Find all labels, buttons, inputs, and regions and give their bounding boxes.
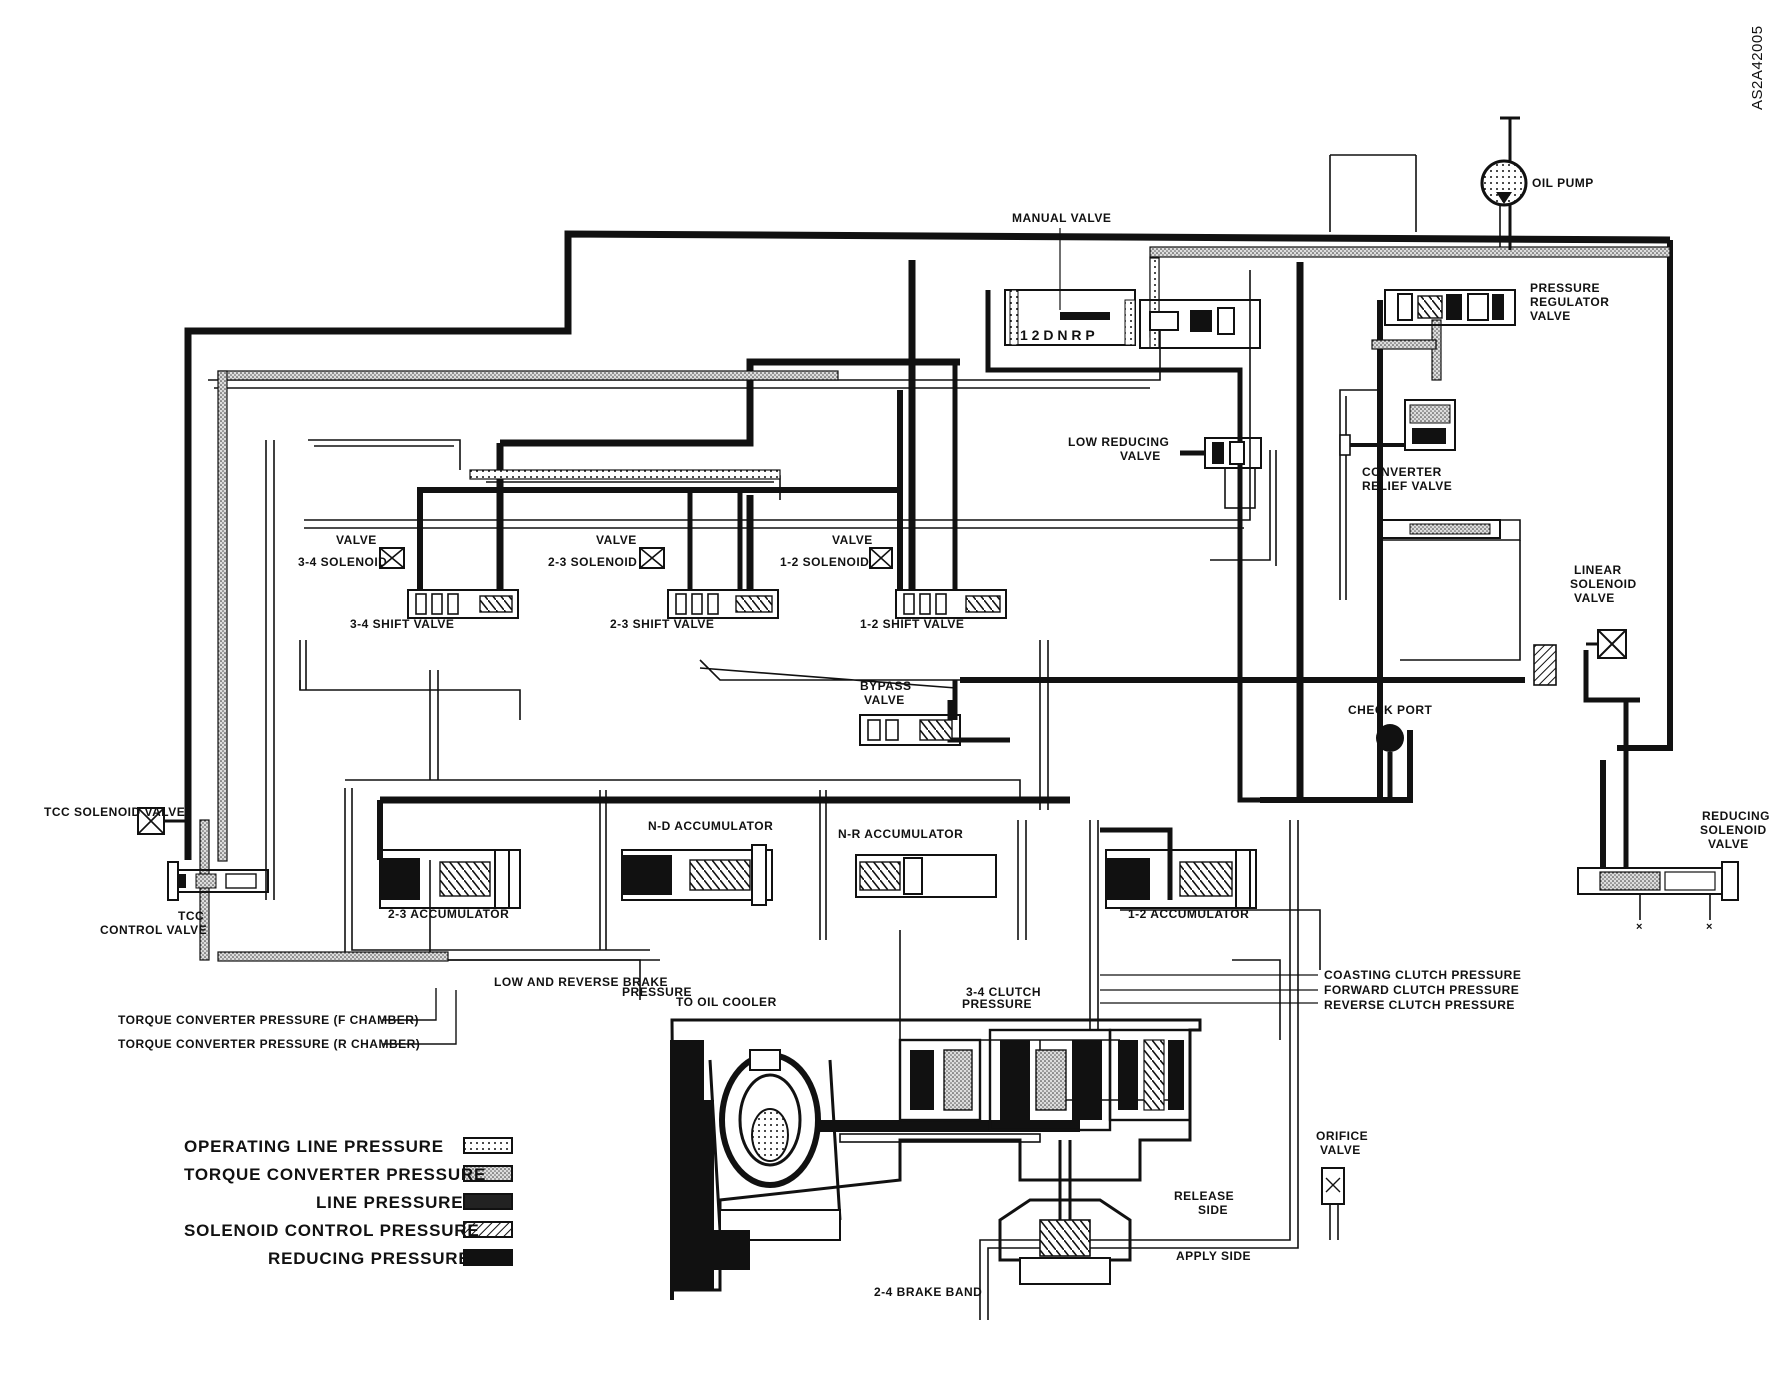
- acc-23-label: 2-3 ACCUMULATOR: [388, 907, 509, 921]
- sol-23-label-1: 2-3 SOLENOID: [548, 555, 637, 569]
- acc-nr-label: N-R ACCUMULATOR: [838, 827, 963, 841]
- shift-valve-12: [895, 589, 1007, 619]
- legend-label-solenoid-control: SOLENOID CONTROL PRESSURE: [184, 1221, 480, 1240]
- legend-swatch-solenoid-control: [463, 1221, 513, 1238]
- acc-nd: [621, 844, 773, 906]
- legend-swatch-torque-converter: [463, 1165, 513, 1182]
- svg-text:×: ×: [1706, 921, 1713, 933]
- manual-valve-label: MANUAL VALVE: [1012, 211, 1111, 225]
- check-port-icon: [1376, 724, 1404, 752]
- orifice-valve: [1321, 1167, 1345, 1205]
- legend-swatch-reducing: [463, 1249, 513, 1266]
- coasting-clutch-label: COASTING CLUTCH PRESSURE: [1324, 968, 1521, 982]
- release-side-label-1: RELEASE: [1174, 1189, 1234, 1203]
- diagram-id: AS2A42005: [1749, 25, 1766, 110]
- sol-12-label-1: 1-2 SOLENOID: [780, 555, 869, 569]
- sol-34-label-2: VALVE: [336, 533, 377, 547]
- tcc-solenoid-valve: [137, 807, 188, 835]
- orifice-label-1: ORIFICE: [1316, 1129, 1368, 1143]
- low-reverse-label-2: PRESSURE: [622, 985, 692, 999]
- bypass-label-2: VALVE: [864, 693, 905, 707]
- bypass-label-1: BYPASS: [860, 679, 911, 693]
- legend-swatch-line: [463, 1193, 513, 1210]
- reducing-solenoid-label-1: REDUCING: [1702, 809, 1770, 823]
- reverse-clutch-label: REVERSE CLUTCH PRESSURE: [1324, 998, 1515, 1012]
- shift-12-label: 1-2 SHIFT VALVE: [860, 617, 964, 631]
- acc-12-label: 1-2 ACCUMULATOR: [1128, 907, 1249, 921]
- acc-nr: [855, 854, 997, 898]
- shift-valve-23: [667, 589, 779, 619]
- tcc-control-label-2: CONTROL VALVE: [100, 923, 207, 937]
- reducing-solenoid-valve: × ×: [1577, 861, 1739, 933]
- manual-valve-positions: 1 2 D N R P: [1020, 327, 1095, 343]
- shift-valve-34: [407, 589, 519, 619]
- legend-label-torque-converter: TORQUE CONVERTER PRESSURE: [184, 1165, 486, 1184]
- low-reducing-valve: [1180, 437, 1262, 509]
- transmission-cross-section: [670, 1018, 1202, 1300]
- shift-34-label: 3-4 SHIFT VALVE: [350, 617, 454, 631]
- pressure-regulator-label-2: REGULATOR: [1530, 295, 1609, 309]
- converter-relief-label-2: RELIEF VALVE: [1362, 479, 1452, 493]
- linear-solenoid-label-3: VALVE: [1574, 591, 1615, 605]
- release-side-label-2: SIDE: [1198, 1203, 1228, 1217]
- pressure-regulator-label-1: PRESSURE: [1530, 281, 1600, 295]
- sol-12-label-2: VALVE: [832, 533, 873, 547]
- tcc-control-label-1: TCC: [178, 909, 204, 923]
- bypass-valve: [859, 680, 961, 746]
- tc-pressure-r-label: TORQUE CONVERTER PRESSURE (R CHAMBER): [118, 1037, 420, 1051]
- oil-pump: [1480, 116, 1528, 250]
- tc-pressure-f-label: TORQUE CONVERTER PRESSURE (F CHAMBER): [118, 1013, 419, 1027]
- acc-12: [1105, 849, 1257, 909]
- shift-23-label: 2-3 SHIFT VALVE: [610, 617, 714, 631]
- brake-band-label: 2-4 BRAKE BAND: [874, 1285, 982, 1299]
- legend: OPERATING LINE PRESSURE TORQUE CONVERTER…: [184, 1137, 513, 1268]
- orifice-label-2: VALVE: [1320, 1143, 1361, 1157]
- linear-solenoid-label-2: SOLENOID: [1570, 577, 1637, 591]
- oil-cooler-label: TO OIL COOLER: [676, 995, 777, 1009]
- converter-relief-valve: [1339, 399, 1501, 539]
- low-reducing-label-2: VALVE: [1120, 449, 1161, 463]
- manual-valve: [1004, 289, 1261, 349]
- sol-23-label-2: VALVE: [596, 533, 637, 547]
- clutch-34-label-1: 3-4 CLUTCH: [966, 985, 1041, 999]
- legend-label-reducing: REDUCING PRESSURE: [268, 1249, 471, 1268]
- legend-label-line: LINE PRESSURE: [316, 1193, 463, 1212]
- apply-side-label: APPLY SIDE: [1176, 1249, 1251, 1263]
- low-reducing-label-1: LOW REDUCING: [1068, 435, 1169, 449]
- svg-text:×: ×: [1636, 921, 1643, 933]
- linear-solenoid-label-1: LINEAR: [1574, 563, 1622, 577]
- converter-relief-label-1: CONVERTER: [1362, 465, 1442, 479]
- legend-label-operating-line: OPERATING LINE PRESSURE: [184, 1137, 444, 1156]
- reducing-solenoid-label-2: SOLENOID: [1700, 823, 1767, 837]
- tcc-control-valve: [167, 861, 269, 901]
- reducing-solenoid-label-3: VALVE: [1708, 837, 1749, 851]
- tcc-solenoid-label: TCC SOLENOID VALVE: [44, 805, 185, 819]
- clutch-34-label-2: PRESSURE: [962, 997, 1032, 1011]
- oil-pump-label: OIL PUMP: [1532, 176, 1594, 190]
- torque-converter-passages: [199, 246, 1671, 962]
- line-pressure-circuit: [184, 230, 1673, 900]
- check-port-label: CHECK PORT: [1348, 703, 1433, 717]
- pressure-regulator-label-3: VALVE: [1530, 309, 1571, 323]
- acc-23: [379, 849, 521, 909]
- acc-nd-label: N-D ACCUMULATOR: [648, 819, 773, 833]
- oil-pump-icon: [1480, 159, 1528, 207]
- low-reverse-label-1: LOW AND REVERSE BRAKE: [494, 975, 668, 989]
- sol-34-label-1: 3-4 SOLENOID: [298, 555, 387, 569]
- check-port: [1376, 724, 1404, 800]
- linear-solenoid-valve: [1533, 629, 1627, 686]
- forward-clutch-label: FORWARD CLUTCH PRESSURE: [1324, 983, 1519, 997]
- legend-swatch-operating-line: [463, 1137, 513, 1154]
- pressure-regulator-valve: [1384, 289, 1516, 326]
